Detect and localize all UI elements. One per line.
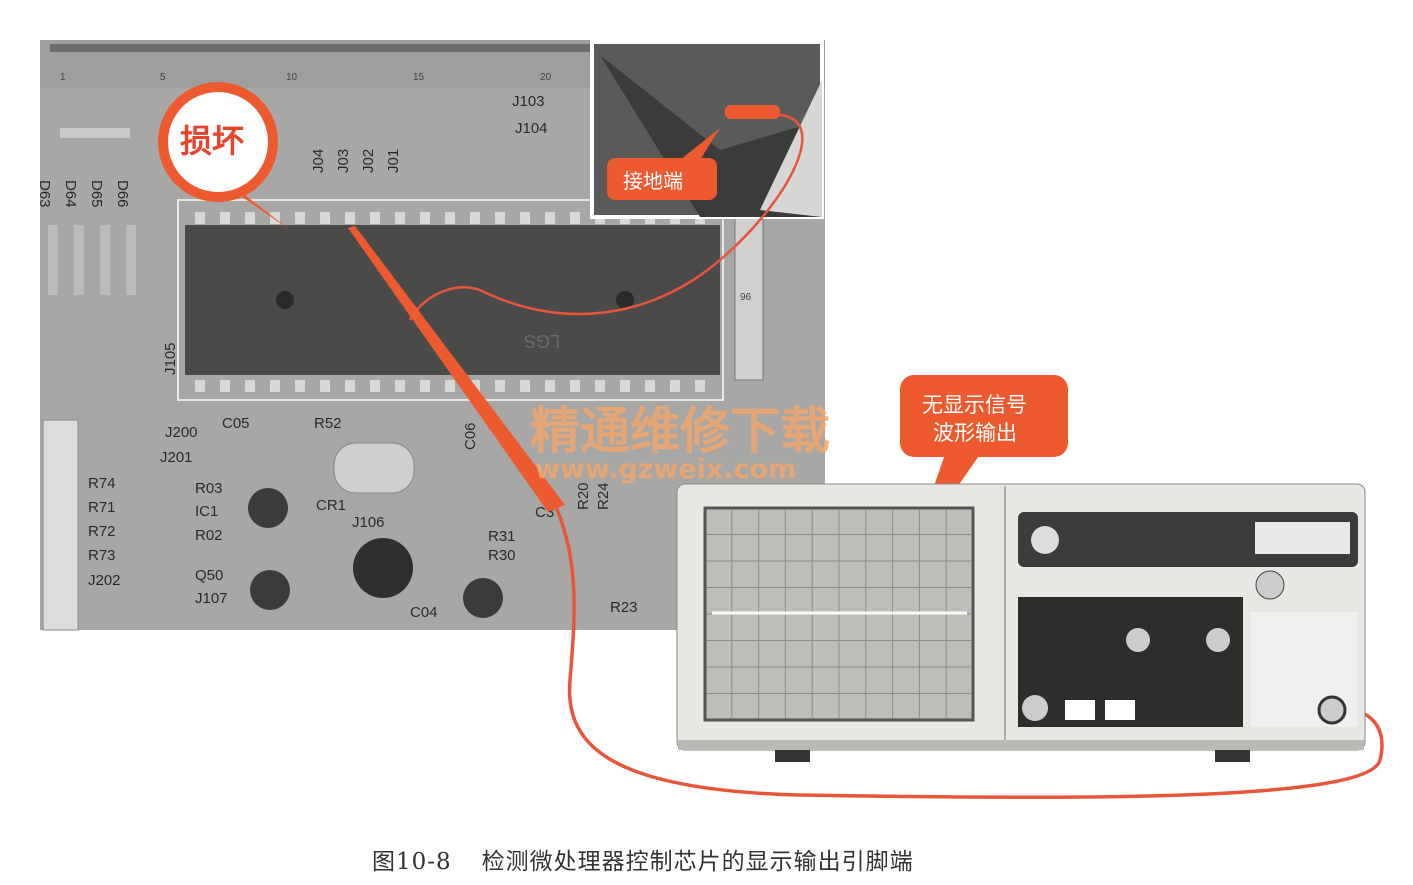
chip-pin: [470, 212, 480, 224]
svg-text:J107: J107: [195, 590, 228, 607]
svg-text:IC1: IC1: [195, 503, 218, 520]
microprocessor-chip: [185, 225, 720, 375]
svg-text:D66: D66: [114, 180, 131, 208]
svg-text:D63: D63: [36, 180, 53, 208]
svg-text:J201: J201: [160, 449, 193, 466]
svg-text:R71: R71: [88, 499, 116, 516]
svg-text:J103: J103: [512, 93, 545, 110]
svg-text:CR1: CR1: [316, 497, 346, 514]
chip-pin: [195, 212, 205, 224]
chip-pin: [195, 380, 205, 392]
chip-pin: [370, 380, 380, 392]
chip-pin: [320, 212, 330, 224]
chip-label: LGS: [524, 331, 560, 351]
svg-text:R02: R02: [195, 527, 223, 544]
figure-number: 图10-8: [372, 849, 452, 875]
svg-text:96: 96: [740, 292, 752, 303]
chip-pin: [395, 212, 405, 224]
svg-text:C05: C05: [222, 415, 250, 432]
watermark-url: www.gzweix.com: [535, 454, 796, 485]
chip-pin: [295, 380, 305, 392]
chip-pin: [420, 380, 430, 392]
svg-text:R23: R23: [610, 599, 638, 616]
callout-damaged: 损坏: [158, 82, 290, 230]
board-ruler: 1 5 10 15 20: [60, 72, 552, 83]
chip-pin: [670, 380, 680, 392]
chip-pin: [345, 380, 355, 392]
svg-text:J202: J202: [88, 572, 121, 589]
chip-pin: [570, 380, 580, 392]
svg-text:C04: C04: [410, 604, 438, 621]
svg-text:1: 1: [60, 72, 66, 83]
svg-text:J105: J105: [162, 342, 179, 375]
callout-ground: 接地端: [607, 128, 720, 200]
board-header-pins: [50, 44, 590, 52]
chip-pin: [245, 380, 255, 392]
chip-pin: [520, 212, 530, 224]
svg-text:R03: R03: [195, 480, 223, 497]
svg-text:接地端: 接地端: [623, 169, 683, 193]
chip-pin: [445, 212, 455, 224]
probe-cable: [553, 504, 1384, 800]
chip-pin: [320, 380, 330, 392]
chip-pin: [545, 212, 555, 224]
ground-clip: [725, 105, 780, 119]
watermark-title: 精通维修下载: [530, 401, 830, 460]
chip-pin: [220, 380, 230, 392]
svg-text:R74: R74: [88, 475, 116, 492]
svg-text:损坏: 损坏: [180, 122, 244, 160]
svg-text:Q50: Q50: [195, 567, 223, 584]
svg-text:5: 5: [160, 72, 166, 83]
oscilloscope-probe: [348, 226, 565, 512]
figure-caption-text: 检测微处理器控制芯片的显示输出引脚端: [481, 849, 914, 875]
board-components: [42, 128, 503, 631]
svg-text:C06: C06: [462, 422, 479, 450]
svg-text:R24: R24: [595, 482, 612, 510]
chip-pin: [220, 212, 230, 224]
svg-text:J104: J104: [515, 120, 548, 137]
svg-text:J03: J03: [335, 149, 352, 173]
chip-pin: [495, 212, 505, 224]
svg-text:D65: D65: [88, 180, 105, 208]
svg-text:R52: R52: [314, 415, 342, 432]
chip-pin: [445, 380, 455, 392]
svg-text:J200: J200: [165, 424, 198, 441]
chip-pin: [570, 212, 580, 224]
svg-text:J02: J02: [360, 149, 377, 173]
oscilloscope: [676, 483, 1366, 762]
svg-text:无显示信号: 无显示信号: [922, 393, 1027, 417]
chip-pin: [520, 380, 530, 392]
svg-text:R72: R72: [88, 523, 116, 540]
chip-pin: [270, 380, 280, 392]
svg-text:波形输出: 波形输出: [933, 421, 1017, 445]
chip-pin: [370, 212, 380, 224]
board-labels: J103 J104 J04 J03 J02 J01 D63 D64 D65 D6…: [36, 93, 638, 621]
chip-pin: [270, 212, 280, 224]
chip-pin: [420, 212, 430, 224]
chip-pin: [645, 380, 655, 392]
svg-text:R31: R31: [488, 528, 516, 545]
svg-text:R73: R73: [88, 547, 116, 564]
chip-pin: [345, 212, 355, 224]
probe-ground-wire: [408, 113, 804, 321]
svg-text:10: 10: [286, 72, 298, 83]
chip-pin: [620, 380, 630, 392]
figure-caption: 图10-8 检测微处理器控制芯片的显示输出引脚端: [372, 842, 914, 876]
svg-text:J01: J01: [385, 149, 402, 173]
svg-text:R30: R30: [488, 547, 516, 564]
chip-pin: [395, 380, 405, 392]
chip-pin: [245, 212, 255, 224]
chip-pin: [545, 380, 555, 392]
svg-text:D64: D64: [62, 180, 79, 208]
svg-text:J04: J04: [310, 149, 327, 173]
chip-pin: [595, 380, 605, 392]
svg-text:15: 15: [413, 72, 425, 83]
svg-text:20: 20: [540, 72, 552, 83]
chip-pin: [295, 212, 305, 224]
svg-text:R20: R20: [575, 482, 592, 510]
chip-pin: [495, 380, 505, 392]
chip-pin: [695, 380, 705, 392]
svg-text:J106: J106: [352, 514, 385, 531]
